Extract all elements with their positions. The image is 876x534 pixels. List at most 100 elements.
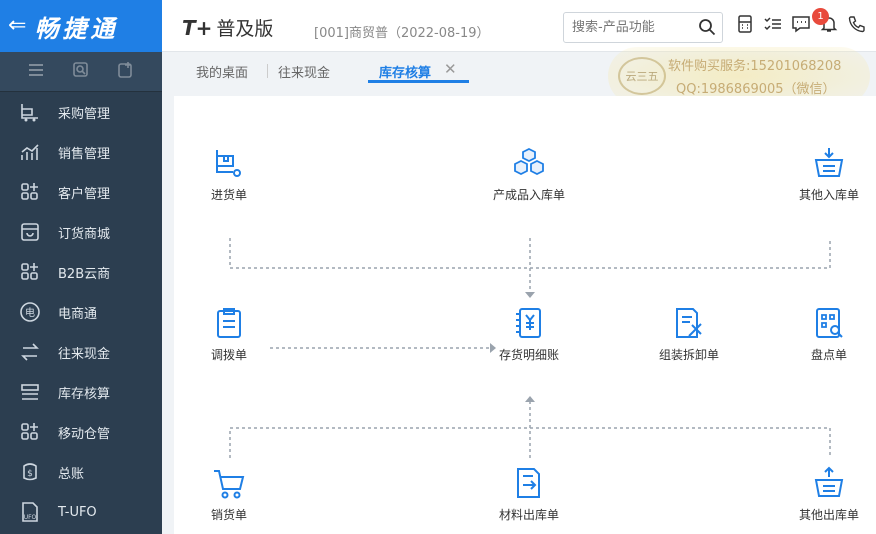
svg-text:$: $ bbox=[27, 469, 33, 479]
flow-node-label: 盘点单 bbox=[810, 348, 847, 362]
sidebar-item-cash[interactable]: 往来现金 bbox=[0, 332, 162, 372]
logo-mark: T+ bbox=[182, 16, 213, 40]
document-out-icon bbox=[517, 468, 540, 498]
flow-node-purchase-receipt[interactable]: 进货单 bbox=[184, 146, 274, 203]
flow-node-label: 其他入库单 bbox=[798, 188, 859, 202]
search-box[interactable] bbox=[563, 12, 723, 43]
inventory-flow-panel: 进货单 产成品入库单 其他入库单 调拨单 存货明细账 组装拆卸单 盘点单 bbox=[174, 96, 876, 534]
exchange-icon bbox=[18, 340, 42, 364]
flow-node-sales-delivery[interactable]: 销货单 bbox=[184, 466, 274, 523]
calculator-icon[interactable] bbox=[736, 13, 754, 35]
sidebar-item-label: 库存核算 bbox=[58, 386, 111, 402]
flow-node-transfer[interactable]: 调拨单 bbox=[184, 306, 274, 363]
purchase-receipt-icon bbox=[216, 150, 241, 177]
sidebar-item-label: T-UFO bbox=[58, 504, 97, 520]
shopping-cart-icon bbox=[214, 470, 245, 499]
sidebar-item-inventory[interactable]: 库存核算 bbox=[0, 372, 162, 412]
flow-node-stocktake[interactable]: 盘点单 bbox=[784, 306, 874, 363]
checklist-icon[interactable] bbox=[764, 13, 782, 35]
flow-node-finished-goods-in[interactable]: 产成品入库单 bbox=[484, 146, 574, 203]
tab-bar: 我的桌面 往来现金 库存核算 ✕ bbox=[162, 52, 876, 86]
flow-node-assembly[interactable]: 组装拆卸单 bbox=[644, 306, 734, 363]
phone-icon[interactable] bbox=[848, 13, 866, 35]
brand-title: 畅捷通 bbox=[34, 14, 119, 43]
sidebar-toolbar bbox=[0, 52, 162, 92]
sidebar-item-sales[interactable]: 销售管理 bbox=[0, 132, 162, 172]
clipboard-icon bbox=[217, 308, 241, 338]
cubes-icon bbox=[514, 147, 544, 176]
sidebar-item-label: 移动仓管 bbox=[58, 426, 111, 442]
sidebar-item-label: 采购管理 bbox=[58, 106, 111, 122]
tab-divider bbox=[267, 64, 268, 78]
inventory-icon bbox=[18, 380, 42, 404]
sidebar-item-mobile-warehouse[interactable]: 移动仓管 bbox=[0, 412, 162, 452]
watermark-line-2: QQ:1986869005（微信） bbox=[676, 82, 836, 97]
sidebar-item-tufo[interactable]: UFO T-UFO bbox=[0, 492, 162, 532]
sidebar-item-ledger[interactable]: $ 总账 bbox=[0, 452, 162, 492]
sidebar-item-customer[interactable]: 客户管理 bbox=[0, 172, 162, 212]
ecommerce-icon: 电 bbox=[18, 300, 42, 324]
search-icon[interactable] bbox=[72, 61, 90, 83]
ledger-icon: $ bbox=[18, 460, 42, 484]
store-icon bbox=[18, 220, 42, 244]
grid-plus-icon bbox=[18, 180, 42, 204]
flow-node-label: 存货明细账 bbox=[498, 348, 559, 362]
sidebar-item-label: 电商通 bbox=[58, 306, 98, 322]
search-input[interactable] bbox=[564, 13, 692, 42]
watermark-line-1: 软件购买服务:15201068208 bbox=[668, 59, 842, 74]
sidebar-item-b2b[interactable]: B2B云商 bbox=[0, 252, 162, 292]
sidebar-item-label: 订货商城 bbox=[58, 226, 111, 242]
inventory-count-icon bbox=[816, 308, 843, 338]
flow-node-inventory-ledger[interactable]: 存货明细账 bbox=[484, 306, 574, 363]
grid-plus-icon bbox=[18, 260, 42, 284]
brand-bar: ⇐ 畅捷通 bbox=[0, 0, 162, 52]
sidebar-item-label: 销售管理 bbox=[58, 146, 111, 162]
tab-inventory[interactable]: 库存核算 bbox=[379, 66, 432, 81]
product-logo: T+普及版 bbox=[182, 14, 273, 41]
flow-node-label: 产成品入库单 bbox=[492, 188, 565, 202]
flow-connectors bbox=[229, 238, 831, 458]
svg-text:UFO: UFO bbox=[24, 514, 37, 521]
purchase-icon bbox=[18, 100, 42, 124]
flow-node-label: 材料出库单 bbox=[498, 508, 559, 522]
active-tab-indicator bbox=[368, 80, 469, 83]
sidebar-item-order-mall[interactable]: 订货商城 bbox=[0, 212, 162, 252]
notification-badge: 1 bbox=[812, 8, 829, 25]
flow-node-label: 组装拆卸单 bbox=[658, 348, 719, 362]
flow-node-label: 进货单 bbox=[210, 188, 247, 202]
sidebar-item-purchase[interactable]: 采购管理 bbox=[0, 92, 162, 132]
sidebar-item-ecommerce[interactable]: 电 电商通 bbox=[0, 292, 162, 332]
menu-icon[interactable] bbox=[27, 61, 45, 83]
watermark-logo: 云三五 bbox=[618, 57, 666, 95]
document-tools-icon bbox=[676, 308, 702, 338]
sales-chart-icon bbox=[18, 140, 42, 164]
sidebar-item-label: 总账 bbox=[58, 466, 85, 482]
search-icon[interactable] bbox=[698, 18, 716, 36]
flow-node-label: 销货单 bbox=[210, 508, 247, 522]
header-icons bbox=[736, 13, 866, 35]
company-label: [001]商贸普（2022-08-19） bbox=[314, 26, 490, 41]
sidebar-item-label: B2B云商 bbox=[58, 266, 111, 282]
close-icon[interactable]: ✕ bbox=[444, 60, 457, 78]
flow-node-other-receipt[interactable]: 其他入库单 bbox=[784, 146, 874, 203]
basket-in-icon bbox=[814, 148, 844, 177]
top-header: T+普及版 [001]商贸普（2022-08-19） 1 bbox=[162, 0, 876, 52]
arrow-left-icon[interactable]: ⇐ bbox=[8, 13, 27, 38]
flow-node-other-issue[interactable]: 其他出库单 bbox=[784, 466, 874, 523]
add-icon[interactable] bbox=[117, 61, 135, 83]
edition-label: 普及版 bbox=[216, 18, 274, 40]
ufo-file-icon: UFO bbox=[18, 500, 42, 524]
svg-text:电: 电 bbox=[25, 306, 35, 319]
tab-cash[interactable]: 往来现金 bbox=[278, 66, 331, 81]
ledger-yen-icon bbox=[516, 308, 541, 338]
flow-node-label: 其他出库单 bbox=[798, 508, 859, 522]
sidebar-item-label: 往来现金 bbox=[58, 346, 111, 362]
message-icon[interactable] bbox=[792, 13, 810, 35]
sidebar-item-label: 客户管理 bbox=[58, 186, 111, 202]
flow-node-material-out[interactable]: 材料出库单 bbox=[484, 466, 574, 523]
flow-node-label: 调拨单 bbox=[210, 348, 247, 362]
tab-my-desktop[interactable]: 我的桌面 bbox=[196, 66, 249, 81]
grid-plus-icon bbox=[18, 420, 42, 444]
sidebar: ⇐ 畅捷通 采购管理 销售管理 bbox=[0, 0, 162, 534]
